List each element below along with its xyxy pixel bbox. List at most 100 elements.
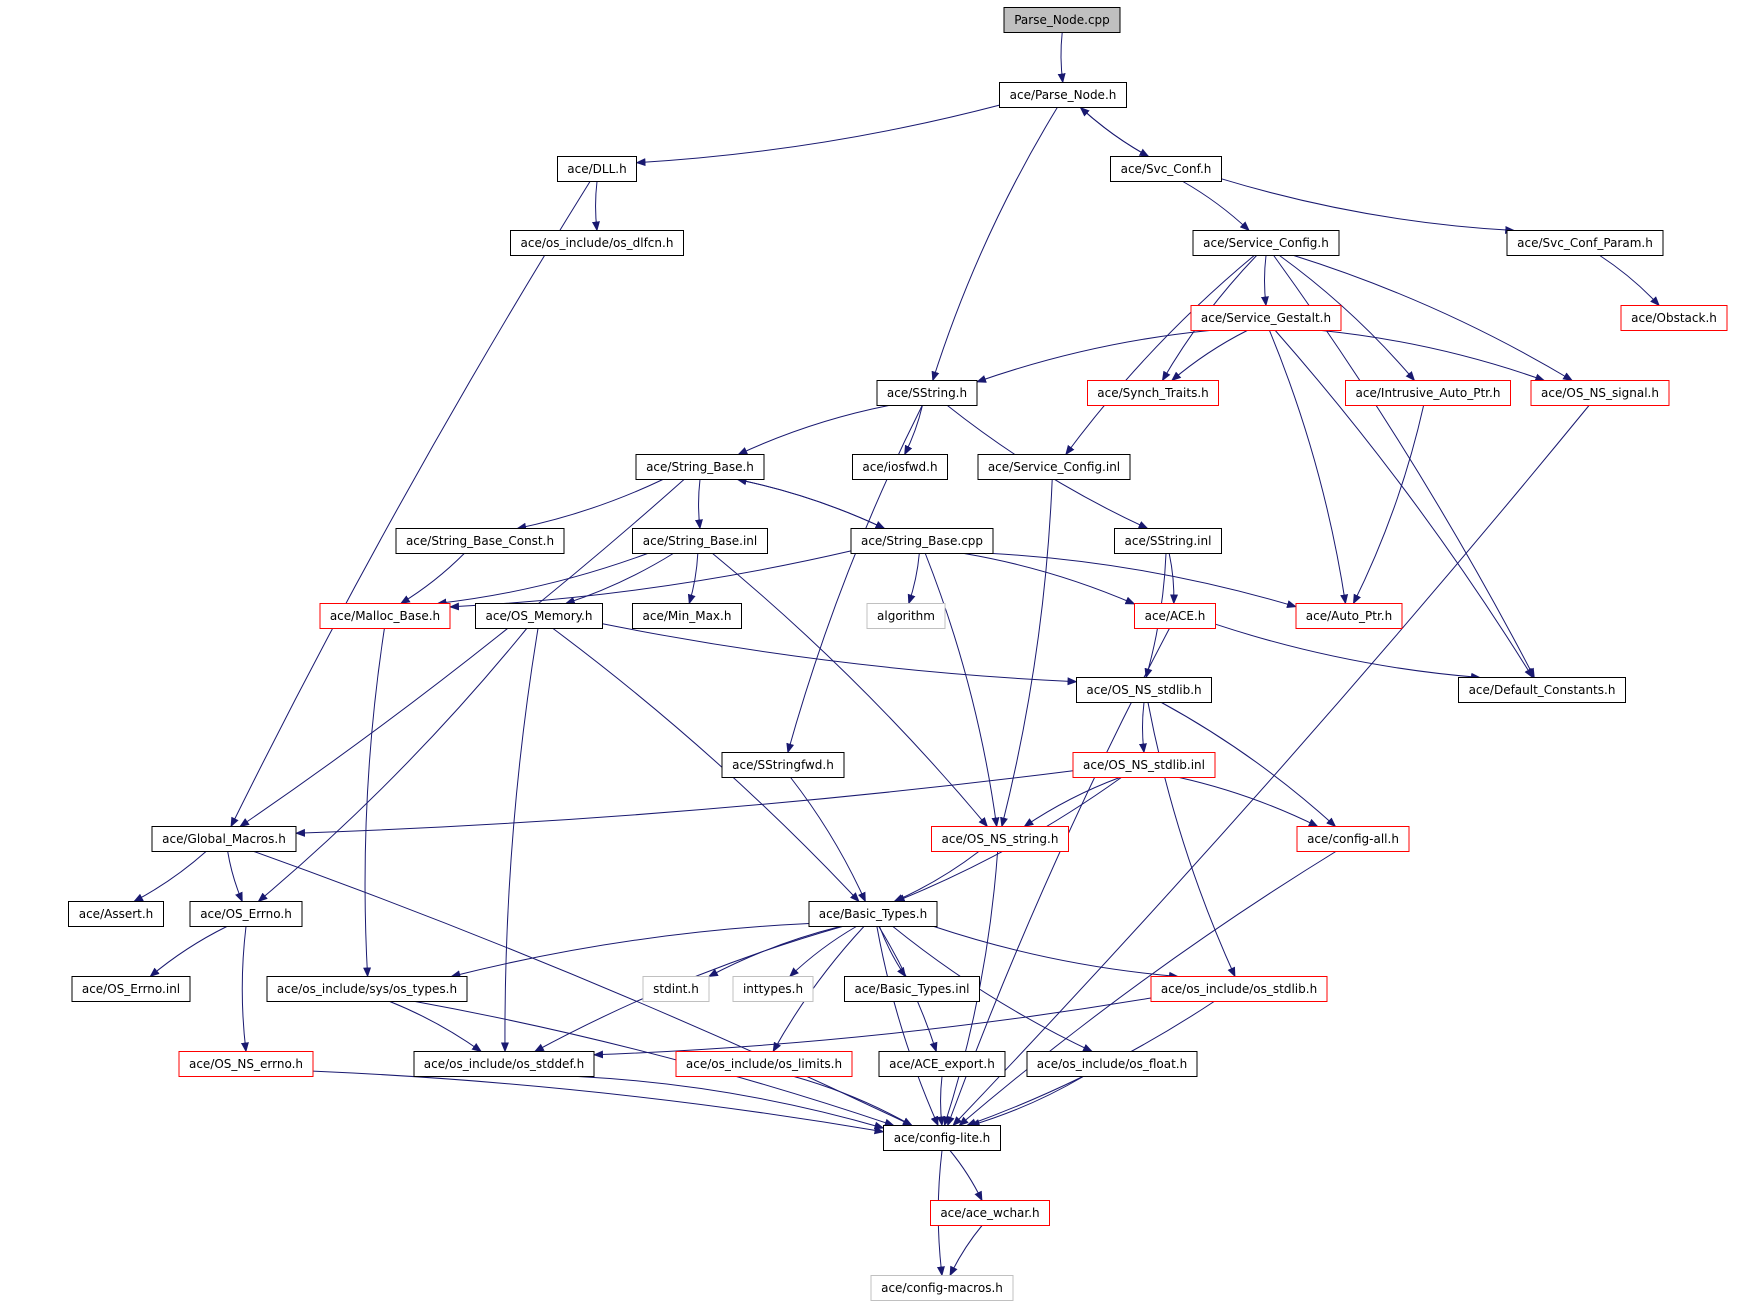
node-ace-export-h[interactable]: ace/ACE_export.h bbox=[878, 1051, 1006, 1077]
node-box bbox=[930, 1200, 1050, 1226]
node-string-base-cpp[interactable]: ace/String_Base.cpp bbox=[850, 528, 994, 554]
node-os-ns-stdlib-inl[interactable]: ace/OS_NS_stdlib.inl bbox=[1072, 752, 1216, 778]
node-iosfwd-h[interactable]: ace/iosfwd.h bbox=[852, 454, 948, 480]
node-os-errno-h[interactable]: ace/OS_Errno.h bbox=[189, 901, 303, 927]
node-box bbox=[1150, 976, 1328, 1002]
node-basic-types-inl[interactable]: ace/Basic_Types.inl bbox=[844, 976, 980, 1002]
node-os-ns-signal-h[interactable]: ace/OS_NS_signal.h bbox=[1530, 380, 1670, 406]
edge-os_stdlib_h-to-os_stddef_h bbox=[593, 997, 1152, 1059]
edge-svc_conf_param_h-to-obstack_h bbox=[1599, 255, 1660, 307]
node-box bbox=[635, 454, 765, 480]
node-string-base-h[interactable]: ace/String_Base.h bbox=[635, 454, 765, 480]
node-min-max-h[interactable]: ace/Min_Max.h bbox=[632, 603, 742, 629]
node-box bbox=[395, 528, 565, 554]
node-intrusive-auto-ptr-h[interactable]: ace/Intrusive_Auto_Ptr.h bbox=[1345, 380, 1511, 406]
edge-sstring_h-to-iosfwd_h bbox=[904, 405, 923, 456]
node-box bbox=[866, 603, 946, 629]
node-box bbox=[852, 454, 948, 480]
node-box bbox=[1345, 380, 1511, 406]
node-sstring-inl[interactable]: ace/SString.inl bbox=[1114, 528, 1222, 554]
edge-os_ns_stdlib_inl-to-config_all_h bbox=[1179, 777, 1319, 827]
node-inttypes-h[interactable]: inttypes.h bbox=[732, 976, 814, 1002]
node-os-dlfcn-h[interactable]: ace/os_include/os_dlfcn.h bbox=[510, 230, 684, 256]
node-sstringfwd-h[interactable]: ace/SStringfwd.h bbox=[721, 752, 845, 778]
node-box bbox=[1076, 677, 1212, 703]
edge-service_gestalt_h-to-default_constants_h bbox=[1274, 330, 1534, 679]
node-basic-types-h[interactable]: ace/Basic_Types.h bbox=[808, 901, 938, 927]
node-os-stddef-h[interactable]: ace/os_include/os_stddef.h bbox=[413, 1051, 595, 1077]
edge-basic_types_h-to-os_limits_h bbox=[772, 926, 865, 1053]
node-auto-ptr-h[interactable]: ace/Auto_Ptr.h bbox=[1295, 603, 1403, 629]
node-config-lite-h[interactable]: ace/config-lite.h bbox=[883, 1125, 1001, 1151]
node-box bbox=[850, 528, 994, 554]
node-parse-node-cpp[interactable]: Parse_Node.cpp bbox=[1003, 7, 1121, 33]
node-assert-h[interactable]: ace/Assert.h bbox=[68, 901, 164, 927]
node-os-memory-h[interactable]: ace/OS_Memory.h bbox=[475, 603, 603, 629]
node-default-constants-h[interactable]: ace/Default_Constants.h bbox=[1458, 677, 1626, 703]
node-box bbox=[1296, 826, 1410, 852]
node-os-errno-inl[interactable]: ace/OS_Errno.inl bbox=[71, 976, 191, 1002]
node-label: ace/OS_Memory.h bbox=[486, 609, 593, 623]
edge-ace_h-to-default_constants_h bbox=[1215, 623, 1481, 681]
edge-string_base_inl-to-min_max_h bbox=[687, 553, 699, 605]
node-config-macros-h[interactable]: ace/config-macros.h bbox=[870, 1275, 1014, 1301]
node-os-stdlib-h[interactable]: ace/os_include/os_stdlib.h bbox=[1150, 976, 1328, 1002]
node-obstack-h[interactable]: ace/Obstack.h bbox=[1620, 305, 1728, 331]
edge-ace_wchar_h-to-config_macros_h bbox=[949, 1225, 983, 1277]
edge-sstring_inl-to-ace_h bbox=[1168, 553, 1179, 605]
node-label: ace/String_Base.h bbox=[646, 460, 754, 474]
node-label: Parse_Node.cpp bbox=[1014, 13, 1110, 27]
dependency-edges bbox=[133, 32, 1660, 1277]
node-dll-h[interactable]: ace/DLL.h bbox=[557, 156, 637, 182]
node-service-config-inl[interactable]: ace/Service_Config.inl bbox=[977, 454, 1131, 480]
node-box bbox=[844, 976, 980, 1002]
node-label: ace/OS_NS_stdlib.inl bbox=[1083, 758, 1205, 772]
edge-dll_h-to-global_macros_h bbox=[230, 181, 591, 828]
node-label: ace/OS_NS_stdlib.h bbox=[1086, 683, 1201, 697]
node-box bbox=[675, 1051, 853, 1077]
node-ace-wchar-h[interactable]: ace/ace_wchar.h bbox=[930, 1200, 1050, 1226]
node-algorithm[interactable]: algorithm bbox=[866, 603, 946, 629]
edge-service_gestalt_h-to-os_ns_signal_h bbox=[1321, 330, 1546, 382]
node-label: ace/SString.h bbox=[887, 386, 967, 400]
edge-string_base_cpp-to-algorithm bbox=[907, 553, 920, 605]
node-ace-h[interactable]: ace/ACE.h bbox=[1134, 603, 1216, 629]
node-label: ace/Parse_Node.h bbox=[1010, 88, 1117, 102]
node-box bbox=[413, 1051, 595, 1077]
edge-basic_types_h-to-os_types_h bbox=[450, 923, 810, 979]
node-box bbox=[1506, 230, 1664, 256]
node-box bbox=[1530, 380, 1670, 406]
edge-os_ns_stdlib_h-to-os_stdlib_h bbox=[1147, 702, 1236, 978]
node-service-gestalt-h[interactable]: ace/Service_Gestalt.h bbox=[1190, 305, 1342, 331]
edge-global_macros_h-to-assert_h bbox=[133, 851, 207, 902]
node-svc-conf-h[interactable]: ace/Svc_Conf.h bbox=[1110, 156, 1222, 182]
edge-os_errno_h-to-os_errno_inl bbox=[149, 926, 228, 978]
node-os-types-h[interactable]: ace/os_include/sys/os_types.h bbox=[266, 976, 468, 1002]
node-box bbox=[870, 1275, 1014, 1301]
node-parse-node-h[interactable]: ace/Parse_Node.h bbox=[999, 82, 1127, 108]
node-global-macros-h[interactable]: ace/Global_Macros.h bbox=[151, 826, 297, 852]
node-os-float-h[interactable]: ace/os_include/os_float.h bbox=[1026, 1051, 1198, 1077]
node-os-ns-errno-h[interactable]: ace/OS_NS_errno.h bbox=[178, 1051, 314, 1077]
node-os-limits-h[interactable]: ace/os_include/os_limits.h bbox=[675, 1051, 853, 1077]
node-stdint-h[interactable]: stdint.h bbox=[642, 976, 710, 1002]
node-string-base-const-h[interactable]: ace/String_Base_Const.h bbox=[395, 528, 565, 554]
node-os-ns-string-h[interactable]: ace/OS_NS_string.h bbox=[931, 826, 1069, 852]
node-label: ace/Basic_Types.inl bbox=[854, 982, 969, 996]
node-service-config-h[interactable]: ace/Service_Config.h bbox=[1192, 230, 1340, 256]
node-os-ns-stdlib-h[interactable]: ace/OS_NS_stdlib.h bbox=[1076, 677, 1212, 703]
edge-os_limits_h-to-config_lite_h bbox=[793, 1076, 913, 1126]
node-box bbox=[1295, 603, 1403, 629]
node-sstring-h[interactable]: ace/SString.h bbox=[876, 380, 978, 406]
node-string-base-inl[interactable]: ace/String_Base.inl bbox=[632, 528, 768, 554]
node-label: ace/Malloc_Base.h bbox=[330, 609, 440, 623]
node-label: ace/config-macros.h bbox=[881, 1281, 1003, 1295]
node-config-all-h[interactable]: ace/config-all.h bbox=[1296, 826, 1410, 852]
node-box bbox=[1003, 7, 1121, 33]
node-svc-conf-param-h[interactable]: ace/Svc_Conf_Param.h bbox=[1506, 230, 1664, 256]
node-malloc-base-h[interactable]: ace/Malloc_Base.h bbox=[319, 603, 451, 629]
node-synch-traits-h[interactable]: ace/Synch_Traits.h bbox=[1087, 380, 1219, 406]
edge-string_base_h-to-global_macros_h bbox=[239, 479, 685, 828]
node-label: ace/OS_Errno.h bbox=[200, 907, 292, 921]
edge-os_memory_h-to-os_stddef_h bbox=[500, 628, 539, 1053]
